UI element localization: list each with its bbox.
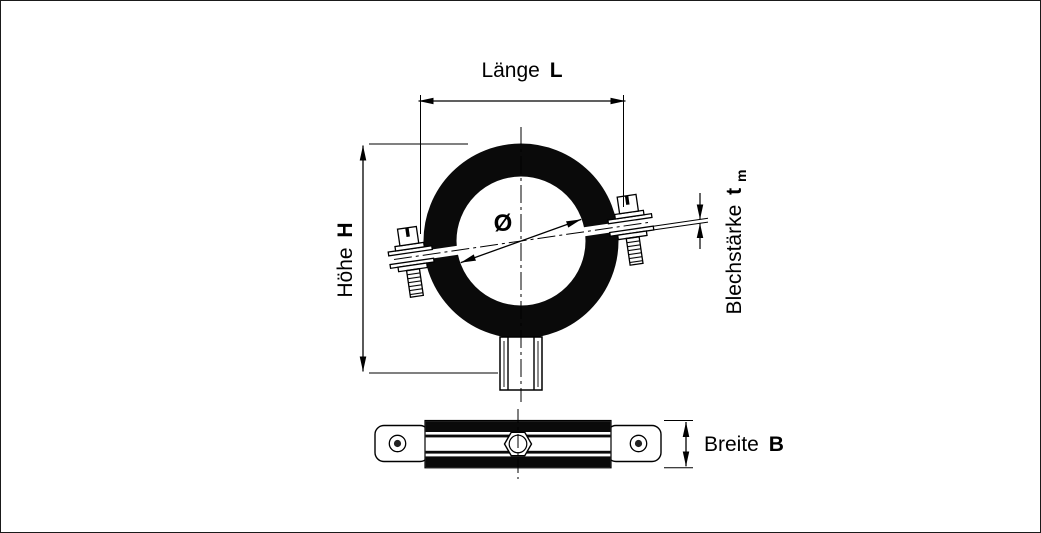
- right-threaded-stud: [625, 235, 644, 266]
- laenge-label: Länge L: [481, 59, 562, 82]
- breite-dimension: [664, 420, 693, 469]
- laenge-label-symbol: L: [550, 59, 563, 82]
- left-threaded-stud: [405, 267, 425, 298]
- breite-label-symbol: B: [769, 433, 784, 456]
- left-screw-slot: [405, 227, 410, 237]
- laenge-label-text: Länge: [481, 59, 539, 82]
- right-screw-slot: [624, 195, 630, 205]
- rubber-stripe-top: [425, 421, 611, 432]
- hole-inner: [634, 439, 643, 448]
- hoehe-label: Höhe H: [334, 222, 357, 297]
- diameter-arrow: [460, 218, 582, 264]
- diameter-symbol: Ø: [494, 210, 513, 237]
- diameter-label: Ø: [494, 210, 513, 237]
- hoehe-label-symbol: H: [334, 222, 357, 237]
- dimensions: [359, 95, 709, 469]
- blechstaerke-label: Blechstärke t m: [723, 170, 749, 315]
- hoehe-label-text: Höhe: [334, 247, 357, 297]
- blechstaerke-label-subscript: m: [733, 170, 749, 182]
- mounting-hole-left: [388, 434, 407, 453]
- blechstaerke-label-text: Blechstärke: [723, 205, 746, 315]
- blechstaerke-ext-upper: [653, 217, 709, 227]
- hole-inner: [393, 439, 402, 448]
- labels: Länge L Höhe H Ø Blechstärke t m Breite …: [334, 59, 784, 456]
- breite-label-text: Breite: [704, 433, 759, 456]
- blechstaerke-label-symbol: t: [723, 188, 746, 195]
- left-bolt-assembly: [387, 225, 435, 298]
- right-bolt-assembly: [607, 193, 655, 266]
- pipe-clamp-front-view: [379, 127, 663, 402]
- laenge-dimension: [418, 95, 626, 234]
- blechstaerke-dimension: [653, 193, 709, 249]
- bolt-assemblies: [387, 193, 655, 298]
- mounting-hole-right: [629, 434, 648, 453]
- strap-bottom-view: [374, 409, 662, 479]
- breite-label: Breite B: [704, 433, 784, 456]
- hoehe-dimension: [359, 143, 498, 374]
